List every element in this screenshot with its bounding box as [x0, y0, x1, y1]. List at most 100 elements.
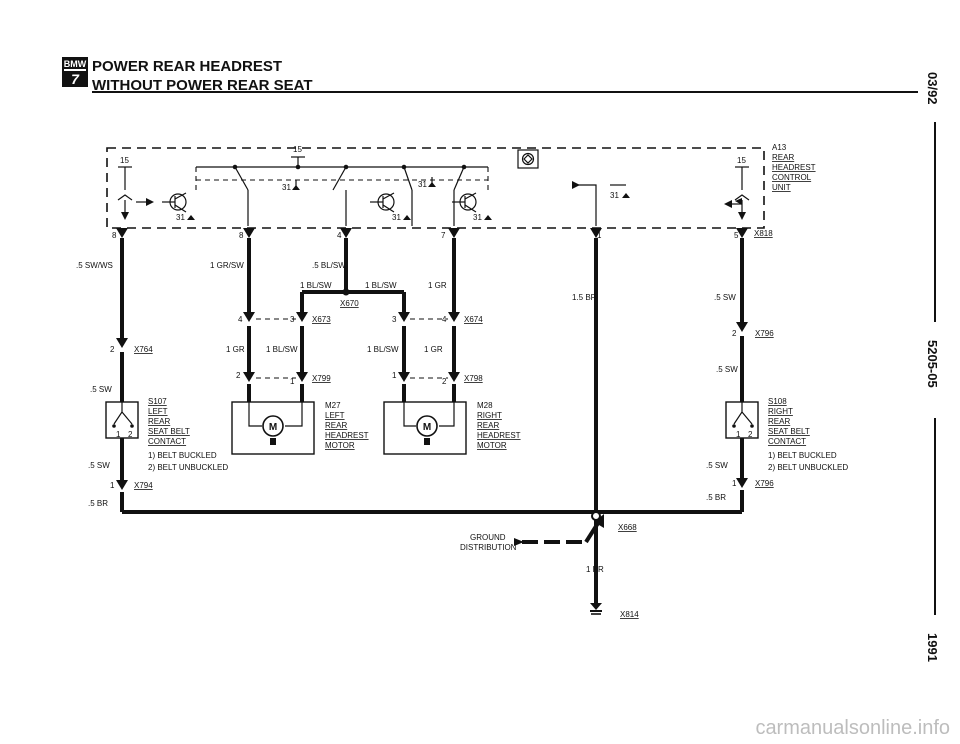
module-boundary: [106, 147, 765, 229]
connector-x764-label: X764: [134, 345, 153, 354]
wire-label: .5 SW: [88, 461, 110, 470]
wire-label: .5 SW/WS: [76, 261, 113, 270]
ground-31-c: 31: [176, 213, 185, 222]
s107-note: 2) BELT UNBUCKLED: [148, 463, 228, 472]
module-line-3: CONTROL: [772, 173, 812, 182]
page-title: POWER REAR HEADREST: [92, 58, 282, 75]
m28-line: HEADREST: [477, 431, 521, 440]
m28-line: MOTOR: [477, 441, 507, 450]
m27-id: M27: [325, 401, 341, 410]
pin-4: 4: [238, 315, 243, 324]
pin-7: 7: [441, 231, 446, 240]
left-15-label: 15: [120, 156, 129, 165]
module-id: A13: [772, 143, 787, 152]
ground-line-1: GROUND: [470, 533, 506, 542]
module-line-2: HEADREST: [772, 163, 816, 172]
switch-s108: 1 2 S108 RIGHT REAR SEAT BELT CONTACT 1)…: [725, 397, 848, 472]
motor-icon: [416, 415, 438, 437]
motor-m27: M M27 LEFT REAR HEADREST MOTOR: [231, 401, 369, 455]
header: BMW 7 POWER REAR HEADREST WITHOUT POWER …: [62, 57, 918, 94]
wire-label: .5 BR: [88, 499, 108, 508]
ground-line-2: DISTRIBUTION: [460, 543, 517, 552]
pin-3: 3: [392, 315, 397, 324]
pin-2: 2: [732, 329, 737, 338]
pin-8-left: 8: [112, 231, 117, 240]
wire-label: 1 GR: [428, 281, 447, 290]
pin-1: 1: [290, 377, 295, 386]
wire-label: .5 BR: [706, 493, 726, 502]
transistor-icon: [452, 192, 477, 213]
watermark: carmanualsonline.info: [755, 717, 950, 739]
wire-label: .5 SW: [716, 365, 738, 374]
switch-pos-2: 2: [748, 430, 753, 439]
ground-31-b: 31: [418, 180, 427, 189]
wire-label: 1 GR: [226, 345, 245, 354]
page-subtitle: WITHOUT POWER REAR SEAT: [92, 77, 313, 94]
pin-5: 5: [734, 231, 739, 240]
connector-x798-label: X798: [464, 374, 483, 383]
pin-1: 1: [597, 231, 602, 240]
seat-belt-switch-icon: [733, 402, 753, 425]
s107-line: REAR: [148, 417, 170, 426]
wire-label: 1 GR/SW: [210, 261, 244, 270]
s107-note: 1) BELT BUCKLED: [148, 451, 217, 460]
connector-arrows: [116, 312, 748, 490]
pin-4: 4: [337, 231, 342, 240]
m27-line: HEADREST: [325, 431, 369, 440]
pin-2: 2: [442, 377, 447, 386]
wire-label: .5 SW: [90, 385, 112, 394]
connector-x818: 8 8 4 7 1 5 X818: [112, 228, 773, 240]
wire-label: 1 BL/SW: [367, 345, 399, 354]
m27-line: REAR: [325, 421, 347, 430]
connector-labels: X670 4 3 X673 3 4 X674 2 X764 2 X796 2 1…: [110, 299, 774, 619]
switch-pos-1: 1: [736, 430, 741, 439]
side-strip: 03/92 5205-05 1991: [925, 72, 940, 662]
wire-label: 1.5 BR: [572, 293, 597, 302]
s107-line: SEAT BELT: [148, 427, 190, 436]
motor-icon: [262, 415, 284, 437]
switch-pos-1: 1: [116, 430, 121, 439]
connector-x796-label: X796: [755, 479, 774, 488]
s108-note: 2) BELT UNBUCKLED: [768, 463, 848, 472]
harness-wires: [120, 238, 744, 612]
s108-line: CONTACT: [768, 437, 806, 446]
module-line-1: REAR: [772, 153, 794, 162]
module-a13: A13 REAR HEADREST CONTROL UNIT 15 15 15: [106, 143, 816, 229]
connector-x668-label: X668: [618, 523, 637, 532]
s108-id: S108: [768, 397, 787, 406]
model-year: 1991: [925, 633, 940, 662]
bmw-series-number: 7: [71, 71, 80, 87]
splice-node: [342, 288, 350, 296]
ground-31-f: 31: [610, 191, 619, 200]
pin-1: 1: [110, 481, 115, 490]
m27-line: LEFT: [325, 411, 345, 420]
pin-8: 8: [239, 231, 244, 240]
s107-id: S107: [148, 397, 167, 406]
bmw-badge-label: BMW: [64, 59, 87, 69]
pin-3: 3: [290, 315, 295, 324]
pin-1: 1: [732, 479, 737, 488]
ground-31-d: 31: [392, 213, 401, 222]
seat-belt-switch-icon: [113, 402, 133, 425]
wire-label: 1 GR: [424, 345, 443, 354]
wire-label: .5 SW: [706, 461, 728, 470]
motor-symbol: M: [423, 422, 431, 433]
motor-symbol: M: [269, 422, 277, 433]
revision-date: 03/92: [925, 72, 940, 105]
pin-2: 2: [110, 345, 115, 354]
s107-line: LEFT: [148, 407, 168, 416]
m27-line: MOTOR: [325, 441, 355, 450]
wire-label: .5 BL/SW: [312, 261, 346, 270]
pin-4: 4: [442, 315, 447, 324]
right-15-label: 15: [737, 156, 746, 165]
wire-label: 1 BL/SW: [300, 281, 332, 290]
s108-line: REAR: [768, 417, 790, 426]
module-line-4: UNIT: [772, 183, 791, 192]
connector-x674-label: X674: [464, 315, 483, 324]
pin-2: 2: [236, 371, 241, 380]
m28-id: M28: [477, 401, 493, 410]
connector-x818-label: X818: [754, 229, 773, 238]
ground-31-a: 31: [282, 183, 291, 192]
pin-1: 1: [392, 371, 397, 380]
